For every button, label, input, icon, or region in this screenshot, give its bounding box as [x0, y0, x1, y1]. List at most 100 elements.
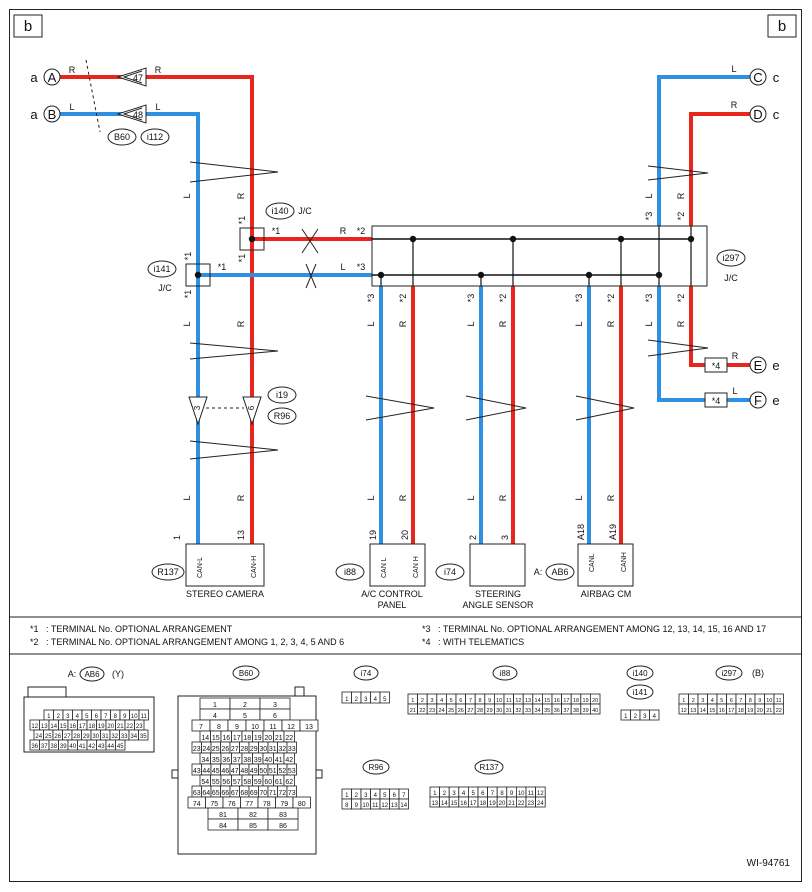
face-b60-pin: 64: [202, 790, 210, 797]
face-i297-pin: 4: [711, 698, 714, 704]
face-ab6-pin: 13: [41, 724, 48, 730]
face-b60-pin: 3: [273, 702, 277, 709]
device-stereo-camera: [185, 543, 265, 587]
face-b60-pin: 86: [279, 823, 287, 830]
face-i74-pin: 3: [364, 697, 368, 703]
face-i88-pin: 25: [448, 708, 454, 714]
face-b60-pin: 82: [249, 812, 257, 819]
face-i297-color: (B): [752, 668, 764, 678]
svg-text:R: R: [606, 320, 616, 327]
face-i88-pin: 28: [477, 708, 483, 714]
plug-48-inner: [122, 107, 143, 121]
terminal-b-color: L: [69, 102, 74, 112]
device-airbag-cm: [577, 543, 634, 587]
face-i74-label: i74: [361, 669, 372, 678]
face-r137-pin: 13: [431, 801, 438, 807]
face-i88-pin: 27: [467, 708, 473, 714]
jc-i140-dot: [248, 235, 256, 243]
face-i88-pin: 19: [583, 698, 589, 704]
page-marker-right: [767, 14, 797, 38]
svg-text:R: R: [498, 320, 508, 327]
face-b60-pin: 13: [305, 724, 313, 731]
stereo-term-l: CAN-L: [197, 557, 204, 578]
face-i88-cell: [590, 703, 601, 715]
face-ab6-pin: 27: [64, 734, 71, 740]
face-b60-pin: 49: [250, 768, 258, 775]
svg-text:*2: *2: [606, 294, 616, 303]
face-r137-pin: 5: [472, 791, 476, 797]
face-r96-pin: 12: [381, 803, 388, 809]
jc-i297-badge: [716, 249, 746, 267]
svg-text:*1: *1: [183, 252, 193, 261]
page-marker-left-label: b: [24, 18, 32, 35]
face-r137-pin: 3: [452, 791, 456, 797]
terminal-c-side: c: [773, 70, 780, 85]
face-b60-pin: 77: [245, 801, 253, 808]
face-r137-pin: 6: [481, 791, 485, 797]
face-b60-pin: 10: [251, 724, 259, 731]
face-b60-pin: 26: [221, 746, 229, 753]
jc-i297-label: i297: [722, 253, 739, 263]
face-b60-badge: [232, 665, 260, 681]
device-steering-angle-sensor: [469, 543, 526, 587]
face-i88-pin: 22: [419, 708, 425, 714]
face-b60-pin: 9: [235, 724, 239, 731]
face-i297-pin: 7: [739, 698, 742, 704]
face-ab6-pin: 14: [50, 724, 57, 730]
terminal-f-side: e: [772, 393, 779, 408]
face-i88-pin: 13: [525, 698, 531, 704]
face-r137-pin: 21: [508, 801, 515, 807]
face-b60-cell: [299, 719, 319, 732]
svg-text:R: R: [676, 192, 686, 199]
face-b60-pin: 70: [259, 790, 267, 797]
inline-conn-3: [188, 396, 208, 426]
jc-i297-box: [371, 225, 708, 287]
face-r137-badge: [474, 759, 504, 775]
svg-text:*3: *3: [366, 294, 376, 303]
face-b60-pin: 52: [278, 768, 286, 775]
face-i88-pin: 38: [573, 708, 579, 714]
face-ab6-pin: 16: [69, 724, 76, 730]
airbag-pin-r: A19: [608, 524, 618, 540]
face-r137-label: R137: [479, 763, 499, 772]
jc-i140-badge: [265, 202, 295, 220]
face-ab6-label: AB6: [84, 670, 100, 679]
note-4-mark: *4: [422, 637, 431, 647]
face-ab6-pin: 43: [98, 744, 105, 750]
svg-text:*1: *1: [237, 254, 247, 263]
face-r137-pin: 7: [491, 791, 495, 797]
face-b60-pin: 27: [231, 746, 239, 753]
face-i297-pin: 19: [747, 708, 753, 714]
svg-text:L: L: [574, 495, 584, 500]
jc-i141-badge: [147, 260, 177, 278]
svg-text:*1: *1: [183, 290, 193, 299]
face-r137-pin: 18: [479, 801, 486, 807]
face-b60-pin: 37: [233, 757, 241, 764]
face-ab6-pin: 3: [66, 714, 70, 720]
terminal-e-option-box: [704, 357, 728, 373]
face-i88-pin: 26: [458, 708, 464, 714]
face-ab6-cell: [138, 729, 149, 741]
face-b60-pin: 38: [243, 757, 251, 764]
stereo-pin-r: 13: [236, 530, 246, 540]
face-b60-pin: 5: [243, 713, 247, 720]
svg-text:*2: *2: [398, 294, 408, 303]
terminal-a-letter: A: [48, 70, 57, 85]
plug-47-inner: [122, 70, 143, 84]
face-b60-pin: 31: [269, 746, 277, 753]
face-b60-pin: 59: [254, 779, 262, 786]
wire-to-d: [689, 112, 750, 226]
face-b60-pin: 20: [264, 735, 272, 742]
face-b60-pin: 43: [193, 768, 201, 775]
face-b60-pin: 4: [213, 713, 217, 720]
conn-i88-badge: [335, 563, 365, 581]
face-b60-pin: 22: [285, 735, 293, 742]
face-i140-pin: 1: [624, 714, 628, 720]
face-ab6-pin: 38: [50, 744, 57, 750]
jc-bus-junction-dots: [377, 235, 695, 279]
terminal-c-color: L: [731, 64, 736, 74]
face-b60-pin: 48: [240, 768, 248, 775]
airbag-pin-l: A18: [576, 524, 586, 540]
svg-text:*3: *3: [466, 294, 476, 303]
face-ab6-pin: 34: [130, 734, 137, 740]
